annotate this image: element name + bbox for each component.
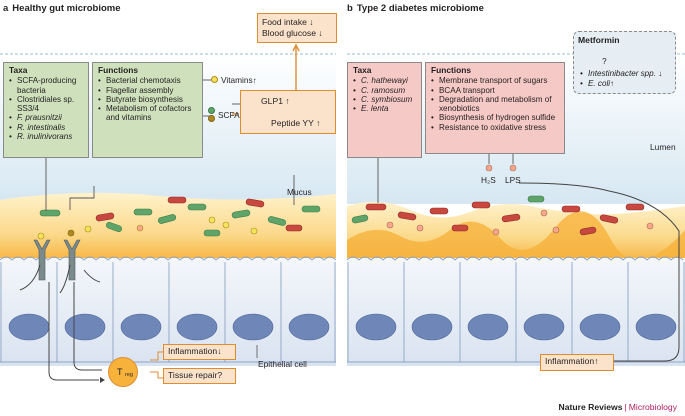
treg-cell: T reg (108, 357, 138, 387)
journal-credit: Nature Reviews|Microbiology (559, 402, 678, 412)
treg-label: T (117, 367, 123, 377)
list-item: C. ramosum (353, 86, 417, 96)
peptide-yy-label: Peptide YY ↑ (271, 118, 321, 128)
food-intake-label: Food intake ↓ (262, 17, 314, 27)
tissue-repair-box: Tissue repair? (163, 368, 236, 384)
journal-name: Nature Reviews (558, 402, 623, 412)
panel-b-taxa-list: C. hathewayi C. ramosum C. symbiosum E. … (353, 76, 417, 113)
glp1-label: GLP1 ↑ (261, 96, 290, 106)
list-item: C. hathewayi (353, 76, 417, 86)
panel-a-functions-box: Functions Bacterial chemotaxis Flagellar… (92, 62, 203, 158)
list-item: E. lenta (353, 104, 417, 114)
list-item: C. symbiosum (353, 95, 417, 105)
lumen-label: Lumen (650, 142, 676, 152)
vitamins-label: Vitamins↑ (221, 75, 257, 85)
list-item: Bacterial chemotaxis (98, 76, 198, 86)
list-item: R. inulinivorans (9, 132, 84, 142)
panel-b-letter: b (347, 3, 353, 14)
list-item: Clostridiales sp. SS3/4 (9, 95, 84, 114)
bacteria-a (39, 196, 321, 237)
list-item: Biosynthesis of hydrogen sulfide (431, 113, 560, 123)
list-item: E. coli↑ (580, 79, 662, 89)
list-item: R. intestinalis (9, 123, 84, 133)
list-item: BCAA transport (431, 86, 560, 96)
inflammation-up-box: Inflammation↑ (540, 354, 614, 371)
blood-glucose-label: Blood glucose ↓ (262, 28, 323, 38)
credit-separator: | (624, 402, 627, 412)
panel-a-taxa-heading: Taxa (9, 65, 28, 75)
list-item: Metabolism of cofactors and vitamins (98, 104, 198, 123)
mucus-label: Mucus (287, 187, 312, 197)
metformin-title: Metformin (578, 35, 620, 45)
mucus-layer-a (0, 192, 336, 262)
epithelium-b (346, 256, 685, 366)
panel-a-functions-list: Bacterial chemotaxis Flagellar assembly … (98, 76, 198, 122)
epithelial-cell-label: Epithelial cell (258, 359, 307, 369)
list-item: Flagellar assembly (98, 86, 198, 96)
h2s-label: H₂S (481, 175, 496, 185)
metformin-list: Intestinibacter spp. ↓ E. coli↑ (580, 69, 662, 89)
scfa-dot-2 (208, 115, 215, 122)
outcome-box: Food intake ↓ Blood glucose ↓ (257, 13, 337, 43)
panel-a-taxa-list: SCFA-producing bacteria Clostridiales sp… (9, 76, 84, 141)
list-item: Resistance to oxidative stress (431, 123, 560, 133)
scfas-label: SCFAs (218, 110, 244, 120)
list-item: F. prausnitzii (9, 113, 84, 123)
panel-b-title-text: Type 2 diabetes microbiome (356, 3, 484, 14)
panel-b-taxa-heading: Taxa (353, 65, 372, 75)
receptors-a (33, 239, 81, 281)
panel-a-taxa-box: Taxa SCFA-producing bacteria Clostridial… (3, 62, 89, 158)
panel-b-taxa-box: Taxa C. hathewayi C. ramosum C. symbiosu… (347, 62, 422, 158)
list-item: Degradation and metabolism of xenobiotic… (431, 95, 560, 114)
scfa-dot-1 (208, 107, 215, 114)
metformin-box: Metformin ? Intestinibacter spp. ↓ E. co… (573, 31, 676, 94)
panel-a-functions-heading: Functions (98, 65, 139, 75)
inflammation-up-label: Inflammation↑ (545, 356, 599, 366)
list-item: SCFA-producing bacteria (9, 76, 84, 95)
list-item: Membrane transport of sugars (431, 76, 560, 86)
vitamin-dot (211, 76, 218, 83)
panel-b-functions-heading: Functions (431, 65, 472, 75)
tissue-repair-label: Tissue repair? (168, 370, 223, 380)
metformin-question: ? (602, 56, 607, 66)
panel-a-letter: a (3, 3, 9, 14)
journal-section: Microbiology (628, 402, 677, 412)
panel-b-functions-list: Membrane transport of sugars BCAA transp… (431, 76, 560, 132)
list-item: Intestinibacter spp. ↓ (580, 69, 662, 79)
panel-a-title-text: Healthy gut microbiome (12, 3, 121, 14)
treg-subscript: reg (125, 372, 133, 378)
inflammation-down-label: Inflammation↓ (168, 346, 222, 356)
inflammation-down-box: Inflammation↓ (163, 344, 236, 360)
hormone-box: GLP1 ↑ Peptide YY ↑ (240, 90, 336, 134)
bacteria-b (351, 195, 654, 236)
list-item: Butyrate biosynthesis (98, 95, 198, 105)
lps-label: LPS (505, 175, 521, 185)
panel-b-functions-box: Functions Membrane transport of sugars B… (425, 62, 565, 154)
